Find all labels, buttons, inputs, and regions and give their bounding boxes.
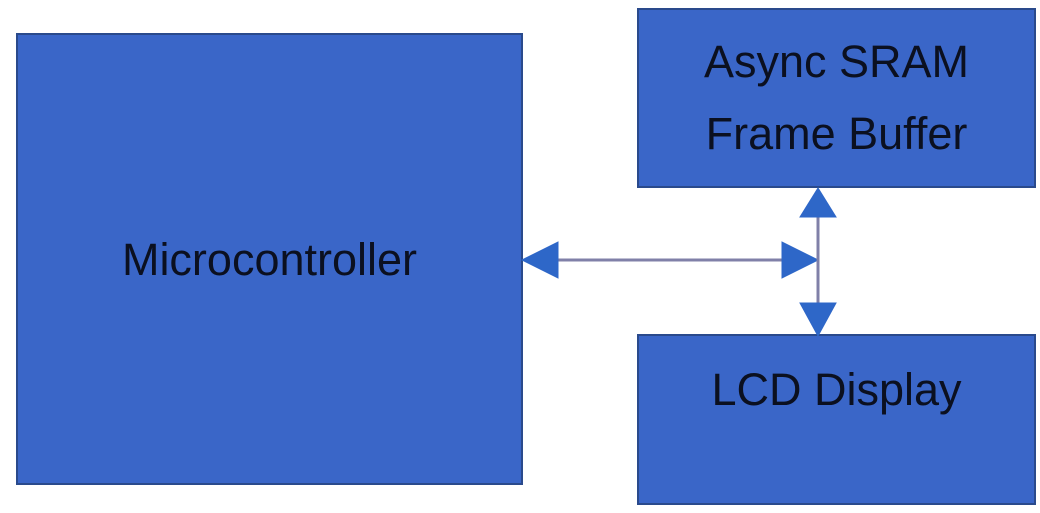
arrowhead-up-icon bbox=[799, 187, 837, 218]
block-lcd-display[interactable]: LCD Display bbox=[637, 334, 1036, 505]
block-async-sram-frame-buffer-label: Async SRAM Frame Buffer bbox=[639, 26, 1034, 170]
arrowhead-left-icon bbox=[520, 241, 559, 279]
block-lcd-display-label: LCD Display bbox=[711, 364, 962, 415]
block-async-sram-frame-buffer-label-line2: Frame Buffer bbox=[705, 108, 968, 159]
block-microcontroller-label: Microcontroller bbox=[121, 233, 418, 285]
block-async-sram-frame-buffer-label-line1: Async SRAM bbox=[703, 36, 970, 87]
connector-bus-to-lcd[interactable] bbox=[799, 302, 837, 338]
connector-mcu-to-bus[interactable] bbox=[520, 241, 820, 279]
connector-bus-to-sram[interactable] bbox=[799, 187, 837, 218]
arrowhead-down-icon bbox=[799, 302, 837, 338]
block-async-sram-frame-buffer[interactable]: Async SRAM Frame Buffer bbox=[637, 8, 1036, 188]
block-microcontroller[interactable]: Microcontroller bbox=[16, 33, 523, 485]
arrowhead-right-icon bbox=[781, 241, 820, 279]
